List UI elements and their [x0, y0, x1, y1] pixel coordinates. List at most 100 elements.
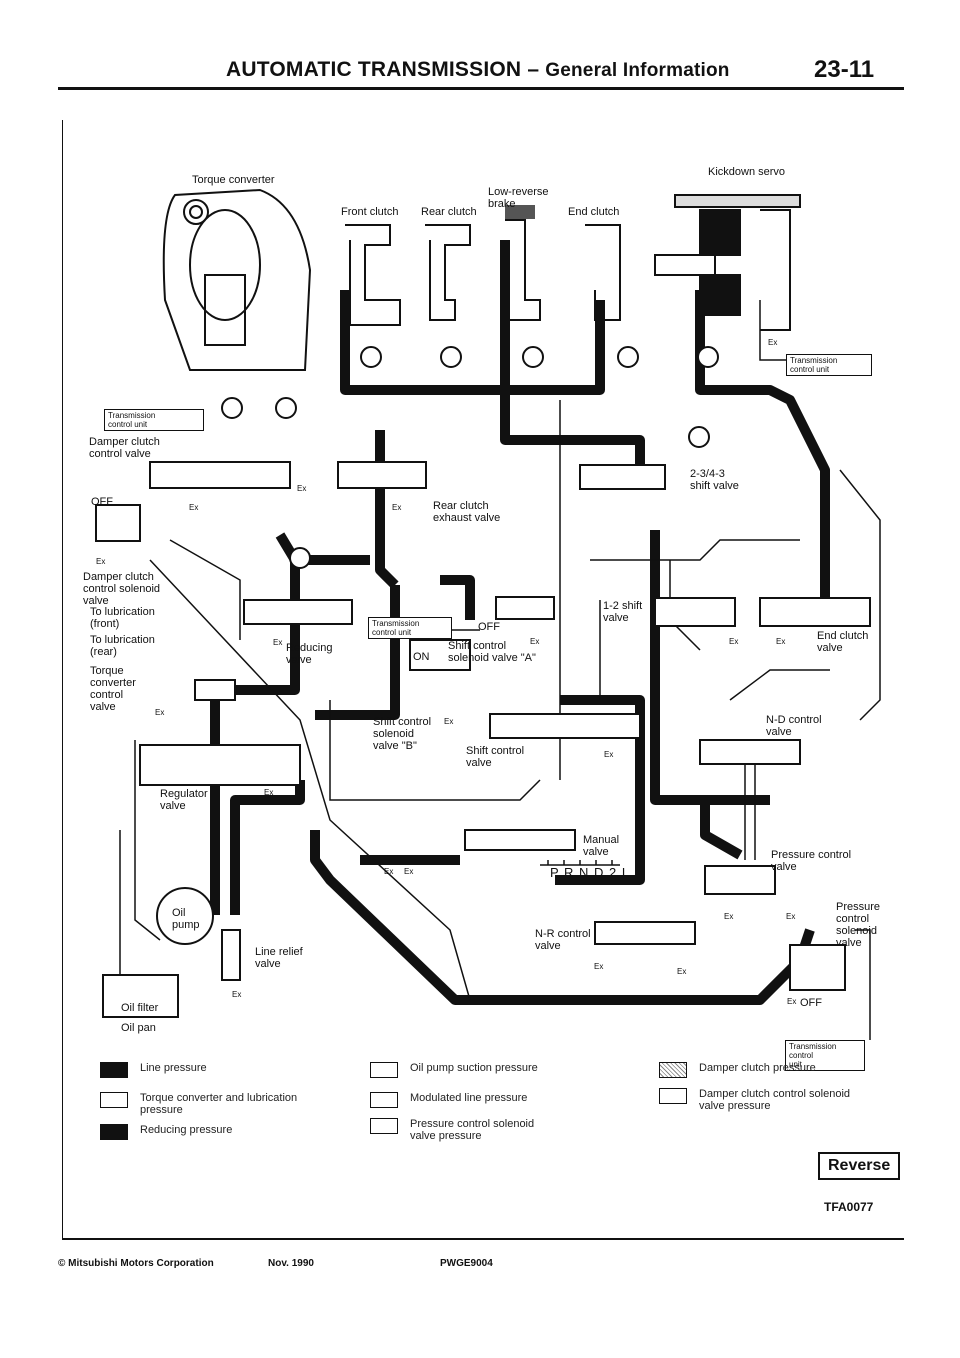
label-shift-control-solenoid-valve-b: Shift control solenoid valve "B" [373, 716, 432, 752]
label-off-3: OFF [800, 997, 822, 1009]
legend-swatch [370, 1118, 398, 1134]
legend-text: Line pressure [140, 1062, 207, 1074]
label-reducing-valve: Reducing valve [286, 642, 333, 666]
label-shift-control-valve: Shift control valve [466, 745, 525, 769]
label-torque-converter-control-valve: Torque converter control valve [90, 665, 136, 713]
oil-pump-drawing [102, 887, 214, 1018]
label-prnd2l: P R N D 2 L [550, 865, 631, 880]
legend-item: Pressure control solenoid valve pressure [370, 1118, 534, 1142]
label-transmission-control-unit-2: Transmission control unit [786, 354, 872, 376]
label-off-2: OFF [478, 621, 500, 633]
label-transmission-control-unit-4: Transmission control unit [785, 1040, 865, 1071]
label-damper-clutch-control-valve: Damper clutch control valve [89, 436, 160, 460]
exhaust-label: Ex [297, 484, 307, 493]
label-to-lubrication-front: To lubrication (front) [90, 606, 155, 630]
label-manual-valve: Manual valve [583, 834, 620, 858]
legend-item: Oil pump suction pressure [370, 1062, 538, 1078]
legend-swatch [659, 1088, 687, 1104]
exhaust-label: Ex [786, 912, 796, 921]
exhaust-label: Ex [232, 990, 242, 999]
exhaust-label: Ex [776, 637, 786, 646]
legend-text: Reducing pressure [140, 1124, 233, 1136]
footer-doc-code: PWGE9004 [440, 1258, 493, 1269]
exhaust-label: Ex [392, 503, 402, 512]
exhaust-label: Ex [273, 638, 283, 647]
header-rule [58, 87, 904, 90]
legend-text: Damper clutch control solenoid valve pre… [699, 1088, 851, 1112]
frame-left-rule [62, 120, 63, 1238]
frame-bottom-rule [62, 1238, 904, 1240]
footer-copyright: © Mitsubishi Motors Corporation [58, 1258, 214, 1269]
exhaust-label: Ex [444, 717, 454, 726]
legend-item: Modulated line pressure [370, 1092, 527, 1108]
orifice-symbols [221, 346, 719, 569]
legend-item: Damper clutch control solenoid valve pre… [659, 1088, 850, 1112]
legend-swatch [370, 1092, 398, 1108]
label-pressure-control-solenoid-valve: Pressure control solenoid valve [836, 901, 881, 949]
footer-date: Nov. 1990 [268, 1258, 314, 1269]
legend-text: Modulated line pressure [410, 1092, 528, 1104]
label-off-1: OFF [91, 496, 113, 508]
exhaust-label: Ex [264, 788, 274, 797]
legend-swatch [659, 1062, 687, 1078]
page-number: 23-11 [814, 56, 875, 83]
exhaust-label: Ex [604, 750, 614, 759]
label-regulator-valve: Regulator valve [160, 788, 208, 812]
label-2-3-4-3-shift-valve: 2-3/4-3 shift valve [690, 468, 739, 492]
exhaust-label: Ex [530, 637, 540, 646]
label-rear-clutch-exhaust-valve: Rear clutch exhaust valve [433, 500, 501, 524]
label-transmission-control-unit-3: Transmission control unit [368, 617, 452, 639]
exhaust-label: Ex [724, 912, 734, 921]
manual-valve-detent [540, 860, 620, 866]
legend-swatch [100, 1062, 128, 1078]
legend-text: Pressure control solenoid valve pressure [410, 1118, 535, 1142]
header-title-sub: General Information [545, 60, 730, 81]
label-kickdown-servo: Kickdown servo [708, 166, 786, 178]
exhaust-label: Ex [155, 708, 165, 717]
legend-text: Damper clutch pressure [699, 1062, 816, 1074]
label-end-clutch-valve: End clutch valve [817, 630, 869, 654]
label-line-relief-valve: Line relief valve [255, 946, 303, 970]
legend-item: Reducing pressure [100, 1124, 232, 1140]
label-front-clutch: Front clutch [341, 206, 399, 218]
header-title-separator: – [521, 58, 546, 81]
legend-text: Oil pump suction pressure [410, 1062, 538, 1074]
exhaust-label: Ex [96, 557, 106, 566]
label-pressure-control-valve: Pressure control valve [771, 849, 852, 873]
legend-text: Torque converter and lubrication pressur… [140, 1092, 298, 1116]
legend-swatch [100, 1092, 128, 1108]
exhaust-label: Ex [404, 867, 414, 876]
label-oil-pan: Oil pan [121, 1022, 156, 1034]
figure-code: TFA0077 [824, 1200, 874, 1214]
exhaust-label: Ex [189, 503, 199, 512]
exhaust-label: Ex [677, 967, 687, 976]
label-rear-clutch: Rear clutch [421, 206, 477, 218]
torque-converter-drawing [162, 188, 312, 371]
label-n-d-control-valve: N-D control valve [766, 714, 822, 738]
legend-swatch [100, 1124, 128, 1140]
label-on: ON [413, 651, 430, 663]
label-1-2-shift-valve: 1-2 shift valve [603, 600, 643, 624]
legend-swatch [370, 1062, 398, 1078]
exhaust-label: Ex [594, 962, 604, 971]
mode-label-reverse: Reverse [818, 1152, 901, 1180]
exhaust-label: Ex [729, 637, 739, 646]
clutch-drawings [345, 205, 621, 326]
label-n-r-control-valve: N-R control valve [535, 928, 591, 952]
label-damper-clutch-solenoid-valve: Damper clutch control solenoid valve [83, 571, 161, 607]
label-transmission-control-unit-1: Transmission control unit [104, 409, 204, 431]
exhaust-label: Ex [384, 867, 394, 876]
exhaust-label: Ex [768, 338, 778, 347]
legend-item: Torque converter and lubrication pressur… [100, 1092, 297, 1116]
label-shift-control-solenoid-valve-a: Shift control solenoid valve "A" [448, 640, 536, 664]
exhaust-label: Ex [787, 997, 797, 1006]
label-to-lubrication-rear: To lubrication (rear) [90, 634, 155, 658]
page-header-title: AUTOMATIC TRANSMISSION – General Informa… [226, 58, 730, 82]
label-low-reverse-brake: Low-reverse brake [488, 186, 549, 210]
header-title-main: AUTOMATIC TRANSMISSION [226, 58, 522, 81]
valve-bodies [95, 461, 871, 991]
label-torque-converter: Torque converter [192, 174, 275, 186]
legend-item: Line pressure [100, 1062, 207, 1078]
label-oil-pump: Oil pump [172, 907, 200, 931]
